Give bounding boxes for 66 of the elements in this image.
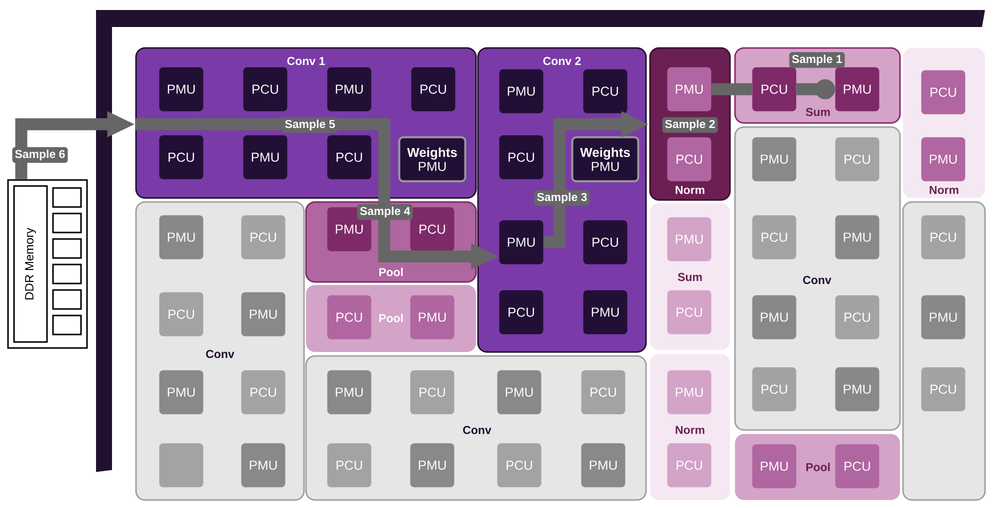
sample-tag: Sample 1: [789, 52, 845, 68]
unit-tile: PMU: [835, 67, 880, 112]
unit-tile: PMU: [243, 135, 288, 180]
unit-tile: PMU: [499, 69, 544, 114]
unit-tile: PCU: [752, 67, 796, 112]
unit-tile: PMU: [499, 220, 544, 264]
unit-tile: Weights PMU: [398, 136, 466, 182]
unit-tile: [159, 443, 204, 488]
unit-tile: PCU: [497, 443, 542, 488]
unit-tile: PCU: [835, 295, 880, 340]
unit-tile: PCU: [241, 370, 286, 414]
unit-tile: PCU: [752, 367, 796, 412]
unit-tile: PMU: [327, 67, 372, 112]
edge-label: Sample 6: [12, 147, 68, 163]
unit-tile: PMU: [159, 215, 204, 260]
unit-tile: PCU: [411, 67, 456, 112]
unit-tile: PCU: [921, 215, 966, 260]
unit-tile: PCU: [327, 443, 372, 488]
edge-label: Sample 3: [534, 190, 590, 206]
unit-tile: PMU: [752, 137, 796, 182]
unit-tile: PMU: [667, 217, 712, 262]
unit-tile: PCU: [410, 370, 454, 414]
unit-tile: PCU: [921, 367, 966, 412]
unit-tile: PMU: [159, 370, 204, 414]
unit-tile: PCU: [499, 290, 544, 334]
unit-tile: PMU: [497, 370, 542, 414]
unit-tile: PMU: [241, 443, 286, 488]
unit-tile: PCU: [667, 137, 712, 182]
unit-tile: Weights PMU: [571, 136, 640, 182]
unit-tile: PMU: [410, 443, 454, 488]
edge-label: Sample 5: [282, 117, 338, 133]
unit-tile: PCU: [159, 292, 204, 336]
dataflow-arrow: [796, 79, 836, 100]
unit-tile: PCU: [327, 295, 372, 340]
unit-tile: PMU: [581, 443, 626, 488]
unit-tile: PMU: [241, 292, 286, 336]
unit-tile: PCU: [752, 215, 796, 260]
unit-tile: PCU: [241, 215, 286, 260]
sample-tag: Sample 2: [662, 117, 718, 133]
unit-tile: PCU: [667, 290, 712, 334]
unit-tile: PCU: [499, 135, 544, 180]
memory-module: DDR Memory: [7, 179, 88, 349]
unit-tile: PMU: [667, 370, 712, 414]
unit-tile: PMU: [835, 367, 880, 412]
unit-tile: PMU: [667, 67, 712, 112]
unit-tile: PMU: [921, 137, 966, 182]
unit-tile: PCU: [159, 135, 204, 180]
unit-tile: PCU: [667, 443, 712, 488]
unit-tile: PCU: [921, 70, 966, 114]
unit-tile: PMU: [410, 295, 454, 340]
edge-label: Sample 4: [357, 204, 413, 220]
unit-tile: PCU: [583, 220, 628, 264]
unit-tile: PCU: [410, 207, 454, 252]
unit-tile: PMU: [752, 444, 796, 488]
unit-tile: PCU: [327, 135, 372, 180]
unit-tile: PCU: [835, 444, 880, 488]
unit-tile: PCU: [581, 370, 626, 414]
unit-tile: PCU: [583, 69, 628, 114]
unit-tile: PMU: [159, 67, 204, 112]
unit-tile: PCU: [243, 67, 288, 112]
unit-tile: PMU: [327, 370, 372, 414]
unit-tile: PMU: [583, 290, 628, 334]
unit-tile: PMU: [752, 295, 796, 340]
unit-tile: PMU: [835, 215, 880, 260]
unit-tile: PMU: [921, 295, 966, 340]
unit-tile: PCU: [835, 137, 880, 182]
